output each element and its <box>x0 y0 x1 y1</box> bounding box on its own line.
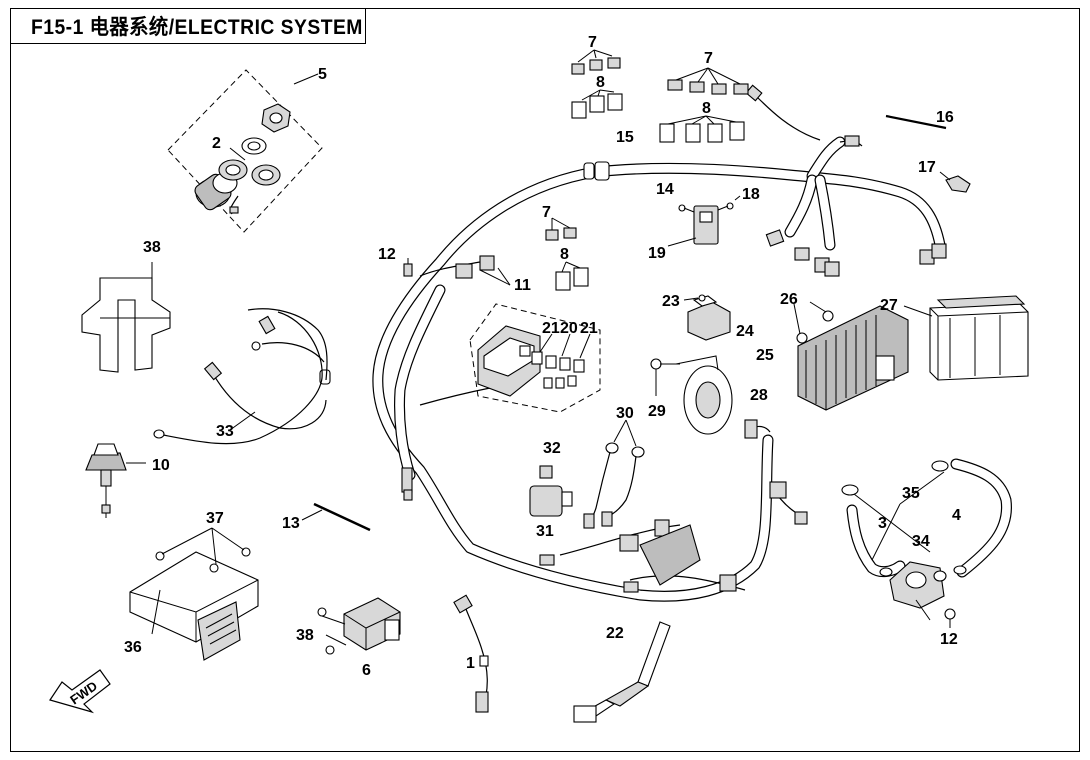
title-box: F15-1 电器系统/ELECTRIC SYSTEM <box>10 8 366 44</box>
callout-26: 26 <box>780 291 798 308</box>
part-1-ignition-cable <box>453 594 489 713</box>
callout-31: 31 <box>536 523 554 540</box>
callout-37: 37 <box>206 510 224 527</box>
callout-8-top-left: 8 <box>596 74 605 91</box>
forward-direction-arrow: FWD <box>49 669 111 714</box>
part-36-ecu <box>129 527 259 661</box>
relays-group-middle <box>545 217 589 291</box>
callout-17: 17 <box>918 159 936 176</box>
callout-8-top-right: 8 <box>702 100 711 117</box>
callout-3: 3 <box>878 515 887 532</box>
callout-38-lower: 38 <box>296 627 314 644</box>
callout-27: 27 <box>880 297 898 314</box>
callout-28: 28 <box>750 387 768 404</box>
part-33-battery-cables <box>153 308 328 445</box>
part-12-bolt-upper <box>403 258 413 277</box>
callout-4: 4 <box>952 507 961 524</box>
part-25-regulator-rectifier <box>793 301 909 411</box>
callout-7-top-left: 7 <box>588 34 597 51</box>
part-10-sensor <box>85 443 146 518</box>
relays-group-top-left <box>571 49 623 119</box>
callout-21-left: 21 <box>542 320 560 337</box>
drawing-frame <box>10 8 1080 752</box>
callout-1: 1 <box>466 655 475 672</box>
harness-connectors <box>401 84 947 593</box>
callout-23: 23 <box>662 293 680 310</box>
callout-33: 33 <box>216 423 234 440</box>
callout-16: 16 <box>936 109 954 126</box>
part-6-regulator-sensor <box>317 597 401 655</box>
callout-20: 20 <box>560 320 578 337</box>
callout-5: 5 <box>318 66 327 83</box>
callout-34: 34 <box>912 533 930 550</box>
callout-13: 13 <box>282 515 300 532</box>
callout-30: 30 <box>616 405 634 422</box>
callout-12-upper: 12 <box>378 246 396 263</box>
part-17-clip <box>939 171 971 193</box>
callout-35: 35 <box>902 485 920 502</box>
callout-24: 24 <box>736 323 754 340</box>
callout-36: 36 <box>124 639 142 656</box>
callout-19: 19 <box>648 245 666 262</box>
part-3-4-hoses <box>841 458 1012 578</box>
part-5-key-switch-kit <box>167 69 323 233</box>
callout-6: 6 <box>362 662 371 679</box>
callout-7-middle: 7 <box>542 204 551 221</box>
part-28-horn <box>650 355 733 435</box>
callout-32: 32 <box>543 440 561 457</box>
callout-15: 15 <box>616 129 634 146</box>
part-31-sensor <box>529 465 573 517</box>
relays-group-top-right <box>659 67 749 143</box>
callout-12-lower: 12 <box>940 631 958 648</box>
part-27-battery <box>903 295 1029 381</box>
page-title: F15-1 电器系统/ELECTRIC SYSTEM <box>31 16 363 39</box>
callout-11: 11 <box>514 277 531 294</box>
callout-25: 25 <box>756 347 774 364</box>
part-30-oxygen-sensors <box>583 419 645 529</box>
part-13-rod <box>301 502 371 532</box>
callout-14: 14 <box>656 181 674 198</box>
callout-29: 29 <box>648 403 666 420</box>
part-24-starter-relay <box>683 294 731 341</box>
callout-38-upper: 38 <box>143 239 161 256</box>
part-16-cable-tie <box>885 114 947 130</box>
part-22-plug-lead <box>573 621 671 723</box>
callout-labels: 5 2 38 12 11 33 10 37 13 36 38 6 1 22 7 … <box>124 34 961 679</box>
part-20-21-fuse-box <box>469 303 601 413</box>
callout-7-top-right: 7 <box>704 50 713 67</box>
callout-18: 18 <box>742 186 760 203</box>
callout-2: 2 <box>212 135 221 152</box>
callout-10: 10 <box>152 457 170 474</box>
callout-21-right: 21 <box>580 320 598 337</box>
part-19-flasher-relay <box>667 195 741 247</box>
part-11-connector <box>419 255 511 286</box>
part-34-valve <box>889 561 956 628</box>
main-wiring-harness <box>319 94 946 602</box>
callout-22: 22 <box>606 625 624 642</box>
callout-8-middle: 8 <box>560 246 569 263</box>
part-38-mounting-bracket <box>81 262 171 373</box>
